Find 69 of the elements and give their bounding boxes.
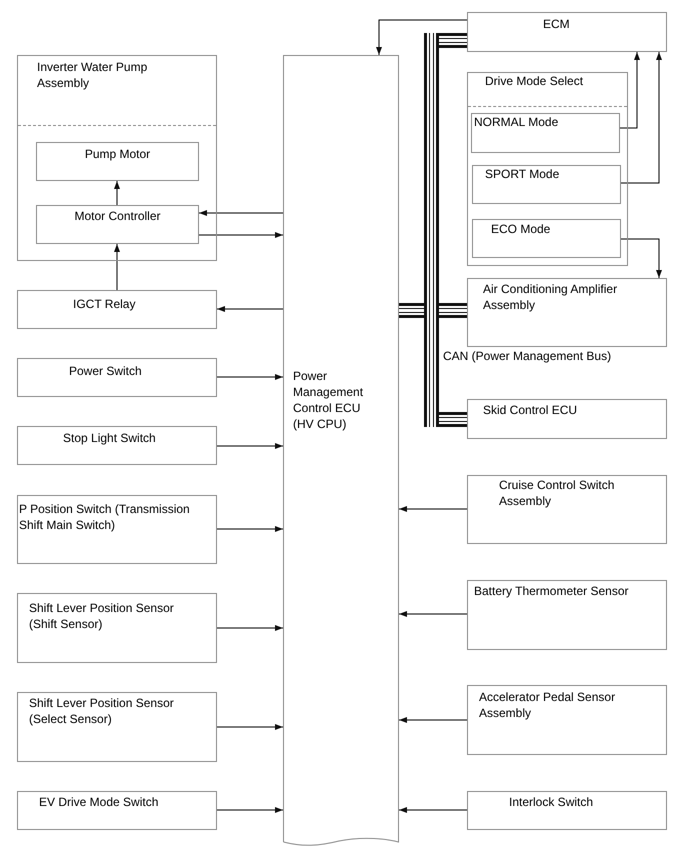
arrow <box>398 717 468 723</box>
component-box <box>17 593 217 663</box>
arrow <box>216 724 284 730</box>
component-box <box>17 55 217 261</box>
arrow <box>198 210 284 216</box>
arrow <box>114 180 120 206</box>
component-label: Pump Motor <box>84 146 152 162</box>
component-box <box>17 791 217 830</box>
component-label: Air Conditioning Amplifier Assembly <box>483 281 618 313</box>
component-label: NORMAL Mode <box>474 114 560 130</box>
arrow <box>398 807 468 813</box>
group-title: Inverter Water Pump Assembly <box>37 59 148 91</box>
arrow <box>216 807 284 813</box>
arrow <box>216 443 284 449</box>
component-box <box>471 113 620 153</box>
component-box <box>17 358 217 397</box>
component-box <box>467 791 667 830</box>
bus-line <box>439 412 467 427</box>
component-box <box>17 290 217 329</box>
component-label: SPORT Mode <box>485 166 560 182</box>
component-box <box>467 12 667 52</box>
component-label: Motor Controller <box>73 208 162 224</box>
arrow <box>114 244 120 290</box>
bus-line <box>439 303 467 318</box>
component-box <box>36 205 199 244</box>
component-label: ECO Mode <box>491 221 552 237</box>
arrow <box>216 526 284 532</box>
component-box <box>467 72 628 266</box>
bus-bar <box>424 33 439 427</box>
component-box <box>467 580 667 650</box>
component-box <box>467 278 667 347</box>
component-label: Battery Thermometer Sensor <box>474 583 630 599</box>
component-label: Power Switch <box>69 363 143 379</box>
group-title: Drive Mode Select <box>485 73 584 89</box>
component-box <box>467 475 667 544</box>
component-box <box>17 426 217 465</box>
component-box <box>17 495 217 564</box>
component-label: Skid Control ECU <box>483 402 578 418</box>
arrow <box>620 238 662 278</box>
ecu-block <box>283 55 399 847</box>
component-box <box>472 165 621 204</box>
component-box <box>17 692 217 762</box>
component-label: Stop Light Switch <box>63 430 157 446</box>
component-label: ECM <box>543 16 571 32</box>
bus-line <box>399 303 424 318</box>
component-box <box>472 219 621 258</box>
component-box <box>467 685 667 755</box>
bus-line <box>439 33 467 48</box>
component-label: IGCT Relay <box>73 296 136 312</box>
arrow <box>620 52 640 128</box>
arrow <box>216 306 284 312</box>
arrow <box>216 374 284 380</box>
component-label: P Position Switch (Transmission Shift Main Switch) <box>19 501 191 533</box>
arrow <box>398 611 468 617</box>
component-box <box>467 399 667 439</box>
bus-label: CAN (Power Management Bus) <box>443 348 612 364</box>
component-label: Shift Lever Position Sensor (Shift Sensor) <box>29 600 175 632</box>
arrow <box>620 52 662 184</box>
component-label: EV Drive Mode Switch <box>39 794 160 810</box>
component-label: Shift Lever Position Sensor (Select Sensor) <box>29 695 175 727</box>
arrow <box>198 232 284 238</box>
component-label: Accelerator Pedal Sensor Assembly <box>479 689 616 721</box>
arrow <box>398 506 468 512</box>
arrow <box>376 20 468 56</box>
arrow <box>216 625 284 631</box>
component-label: Interlock Switch <box>509 794 594 810</box>
component-label: Power Management Control ECU (HV CPU) <box>293 368 364 432</box>
component-label: Cruise Control Switch Assembly <box>499 477 616 509</box>
component-box <box>36 142 199 181</box>
